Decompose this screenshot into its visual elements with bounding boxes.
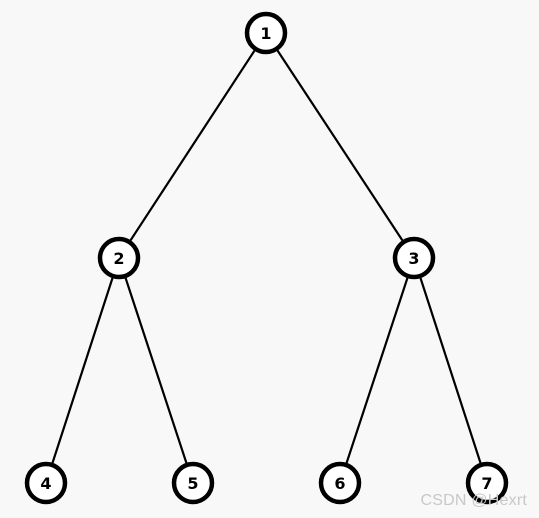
node-label-2: 2 xyxy=(113,249,124,268)
node-label-1: 1 xyxy=(260,24,271,43)
edge-1-3 xyxy=(264,31,416,260)
tree-node-5: 5 xyxy=(171,461,215,505)
node-circle-1 xyxy=(244,11,288,55)
edge-3-6 xyxy=(338,256,416,485)
node-circle-3 xyxy=(392,236,436,280)
edge-2-5 xyxy=(117,256,195,485)
tree-node-3: 3 xyxy=(392,236,436,280)
node-label-3: 3 xyxy=(408,249,419,268)
edge-1-2 xyxy=(117,31,268,260)
node-circle-2 xyxy=(97,236,141,280)
tree-nodes: 1 2 3 4 5 6 7 xyxy=(24,11,509,505)
edge-2-4 xyxy=(44,256,121,485)
node-label-4: 4 xyxy=(40,474,51,493)
tree-node-1: 1 xyxy=(244,11,288,55)
node-label-5: 5 xyxy=(187,474,198,493)
node-circle-6 xyxy=(318,461,362,505)
node-circle-5 xyxy=(171,461,215,505)
node-circle-4 xyxy=(24,461,68,505)
tree-node-7: 7 xyxy=(465,461,509,505)
watermark: CSDN @Hexrt xyxy=(420,492,527,509)
node-label-7: 7 xyxy=(481,474,492,493)
node-circle-7 xyxy=(465,461,509,505)
tree-node-4: 4 xyxy=(24,461,68,505)
tree-edges xyxy=(44,31,489,485)
tree-node-2: 2 xyxy=(97,236,141,280)
node-label-6: 6 xyxy=(334,474,345,493)
tree-node-6: 6 xyxy=(318,461,362,505)
edge-3-7 xyxy=(412,256,489,485)
